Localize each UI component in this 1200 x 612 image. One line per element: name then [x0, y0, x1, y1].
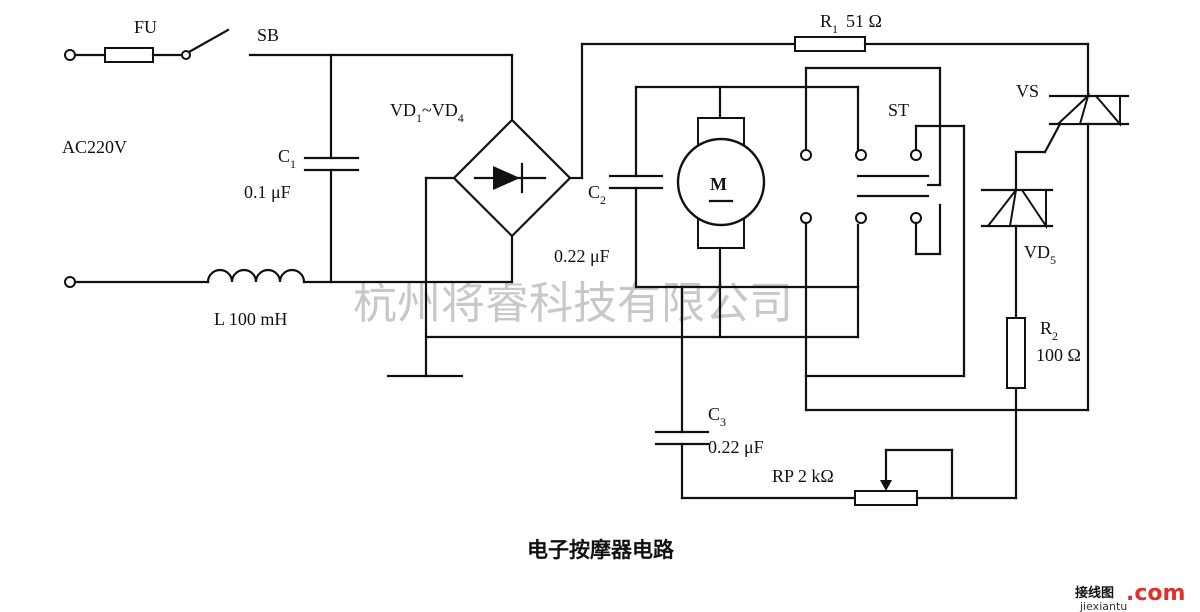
diagram-title: 电子按摩器电路 [527, 538, 675, 562]
timing-network [654, 285, 954, 506]
label-rp: RP 2 kΩ [772, 466, 834, 486]
logo-text: 接线图 [1075, 585, 1114, 601]
label-c2: C2 [588, 182, 606, 207]
logo-url: jiexiantu [1079, 600, 1127, 612]
label-c3-value: 0.22 μF [708, 437, 764, 457]
watermark: 杭州将睿科技有限公司 [353, 278, 793, 329]
label-c3: C3 [708, 404, 726, 429]
label-st: ST [888, 100, 909, 120]
label-vd5: VD5 [1024, 242, 1056, 267]
label-fu: FU [134, 17, 157, 37]
input-section [64, 28, 514, 288]
label-c1-value: 0.1 μF [244, 182, 291, 202]
label-c2-value: 0.22 μF [554, 246, 610, 266]
diac-vd5 [980, 150, 1054, 320]
label-r2-value: 100 Ω [1036, 345, 1081, 365]
label-motor: M [710, 174, 727, 194]
switch-blade [187, 28, 230, 54]
switch-contact [181, 50, 191, 60]
label-bridge: VD1~VD4 [390, 100, 464, 125]
inductor-coil [206, 268, 306, 284]
input-terminal-top [64, 49, 76, 61]
rp-wiper-arrow [880, 480, 892, 491]
motor-block [608, 85, 860, 339]
logo-com: .com [1126, 581, 1185, 606]
st-switch [800, 66, 1090, 412]
label-inductor: L 100 mH [214, 309, 287, 329]
label-sb: SB [257, 25, 279, 45]
input-terminal-bottom [64, 276, 76, 288]
label-vs: VS [1016, 81, 1039, 101]
r2-resistor [1006, 317, 1026, 389]
triac-vs [1043, 80, 1130, 412]
site-logo: 接线图 .com jiexiantu [1075, 581, 1185, 612]
rp-potentiometer [854, 490, 918, 506]
motor-symbol [676, 137, 766, 227]
label-r2: R2 [1040, 318, 1058, 343]
label-c1: C1 [278, 146, 296, 171]
r1-resistor [794, 36, 866, 52]
label-source: AC220V [62, 137, 127, 157]
bridge-rectifier [386, 42, 797, 378]
fuse-symbol [104, 47, 154, 63]
